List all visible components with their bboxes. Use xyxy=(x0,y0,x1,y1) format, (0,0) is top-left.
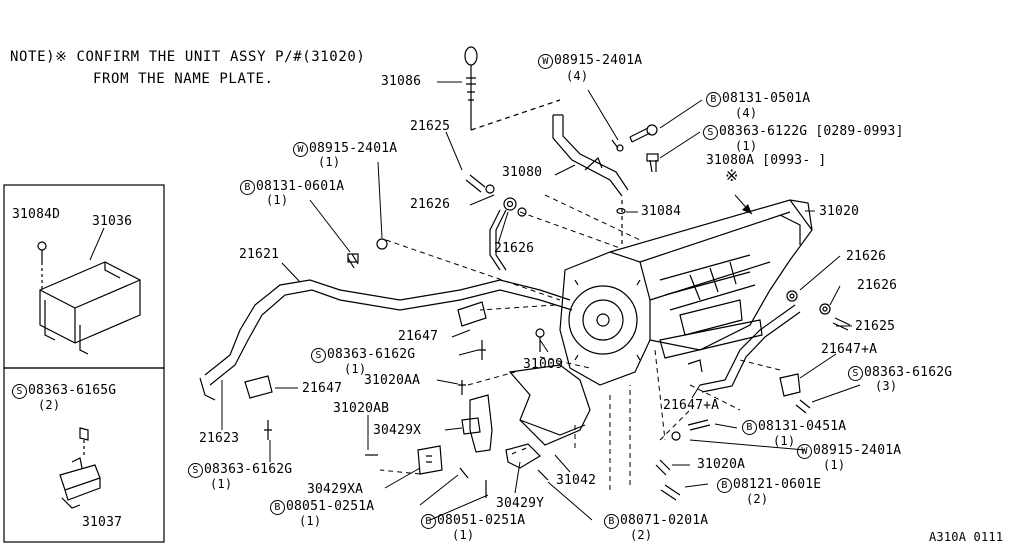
qty-b08051-0251-left: (1) xyxy=(299,514,322,528)
screw-symbol: S xyxy=(703,125,718,140)
label-21647-a: 21647 xyxy=(398,329,439,344)
label-30429XA: 30429XA xyxy=(307,482,364,497)
label-21626-a: 21626 xyxy=(410,197,451,212)
label-31036: 31036 xyxy=(92,214,133,229)
screw-symbol: S xyxy=(188,463,203,478)
label-21647A-b: 21647+A xyxy=(663,398,720,413)
diagram-code: A310A 0111 xyxy=(929,530,1004,544)
label-21625-right: 21625 xyxy=(855,319,896,334)
inset-box-sensor xyxy=(3,367,165,543)
qty-s08363-6162-mid: (1) xyxy=(344,362,367,376)
label-21647-b: 21647 xyxy=(302,381,343,396)
washer-symbol: W xyxy=(797,444,812,459)
fasteners xyxy=(264,124,851,501)
bolt-symbol: B xyxy=(604,514,619,529)
bolt-symbol: B xyxy=(240,180,255,195)
control-unit-31036 xyxy=(37,241,141,355)
washer-symbol: W xyxy=(538,54,553,69)
bracket-30429Y xyxy=(505,443,541,469)
label-21647A-a: 21647+A xyxy=(821,342,878,357)
filler-tube-31080 xyxy=(552,114,629,248)
label-31020A: 31020A xyxy=(697,457,746,472)
dipstick-31086 xyxy=(464,46,561,131)
label-31009: 31009 xyxy=(523,357,564,372)
label-31084D: 31084D xyxy=(12,207,61,222)
label-31020AA: 31020AA xyxy=(364,373,421,388)
label-21625-top: 21625 xyxy=(410,119,451,134)
leader-lines xyxy=(89,81,861,521)
label-21626-c: 21626 xyxy=(846,249,887,264)
star-marker: ※ xyxy=(725,166,739,185)
cover-31042 xyxy=(508,364,591,446)
bracket-30429X xyxy=(417,394,493,475)
label-21626-d: 21626 xyxy=(857,278,898,293)
label-31020AB: 31020AB xyxy=(333,401,390,416)
qty-s08363-6162-bl: (1) xyxy=(210,477,233,491)
qty-b08131-0601: (1) xyxy=(266,193,289,207)
qty-b08131-0451: (1) xyxy=(773,434,796,448)
qty-s08363-6122: (1) xyxy=(735,139,758,153)
bolt-symbol: B xyxy=(270,500,285,515)
label-31080: 31080 xyxy=(502,165,543,180)
label-21626-b: 21626 xyxy=(494,241,535,256)
bolt-symbol: B xyxy=(742,420,757,435)
qty-b08121-0601: (2) xyxy=(746,492,769,506)
qty-s08363-6162-right: (3) xyxy=(875,379,898,393)
washer-symbol: W xyxy=(293,142,308,157)
bolt-symbol: B xyxy=(717,478,732,493)
note-line-2: FROM THE NAME PLATE. xyxy=(93,71,274,87)
screw-symbol: S xyxy=(848,366,863,381)
bolt-symbol: B xyxy=(706,92,721,107)
transmission-31020 xyxy=(559,199,813,386)
label-30429X: 30429X xyxy=(373,423,422,438)
label-31020: 31020 xyxy=(819,204,860,219)
sensor-31037 xyxy=(59,427,101,509)
label-21621: 21621 xyxy=(239,247,280,262)
screw-symbol: S xyxy=(12,384,27,399)
screw-symbol: S xyxy=(311,348,326,363)
qty-b08051-0251-right: (1) xyxy=(452,528,475,542)
label-30429Y: 30429Y xyxy=(496,496,545,511)
clips-21647 xyxy=(244,301,801,399)
qty-s08363-6165: (2) xyxy=(38,398,61,412)
bolt-symbol: B xyxy=(421,514,436,529)
qty-w08915-left: (1) xyxy=(318,155,341,169)
pointer-arrow xyxy=(742,204,752,214)
label-31042: 31042 xyxy=(556,473,597,488)
qty-b08131-0501: (4) xyxy=(735,106,758,120)
note-line-1: NOTE)※ CONFIRM THE UNIT ASSY P/#(31020) xyxy=(10,49,366,65)
label-31086: 31086 xyxy=(381,74,422,89)
qty-w08915-top: (4) xyxy=(566,69,589,83)
label-31080A: 31080A [0993- ] xyxy=(706,153,827,168)
qty-b08071-0201: (2) xyxy=(630,528,653,542)
label-31037: 31037 xyxy=(82,515,123,530)
label-31084: 31084 xyxy=(641,204,682,219)
qty-w08915-bottom: (1) xyxy=(823,458,846,472)
label-21623: 21623 xyxy=(199,431,240,446)
phantom-lines xyxy=(379,194,781,490)
